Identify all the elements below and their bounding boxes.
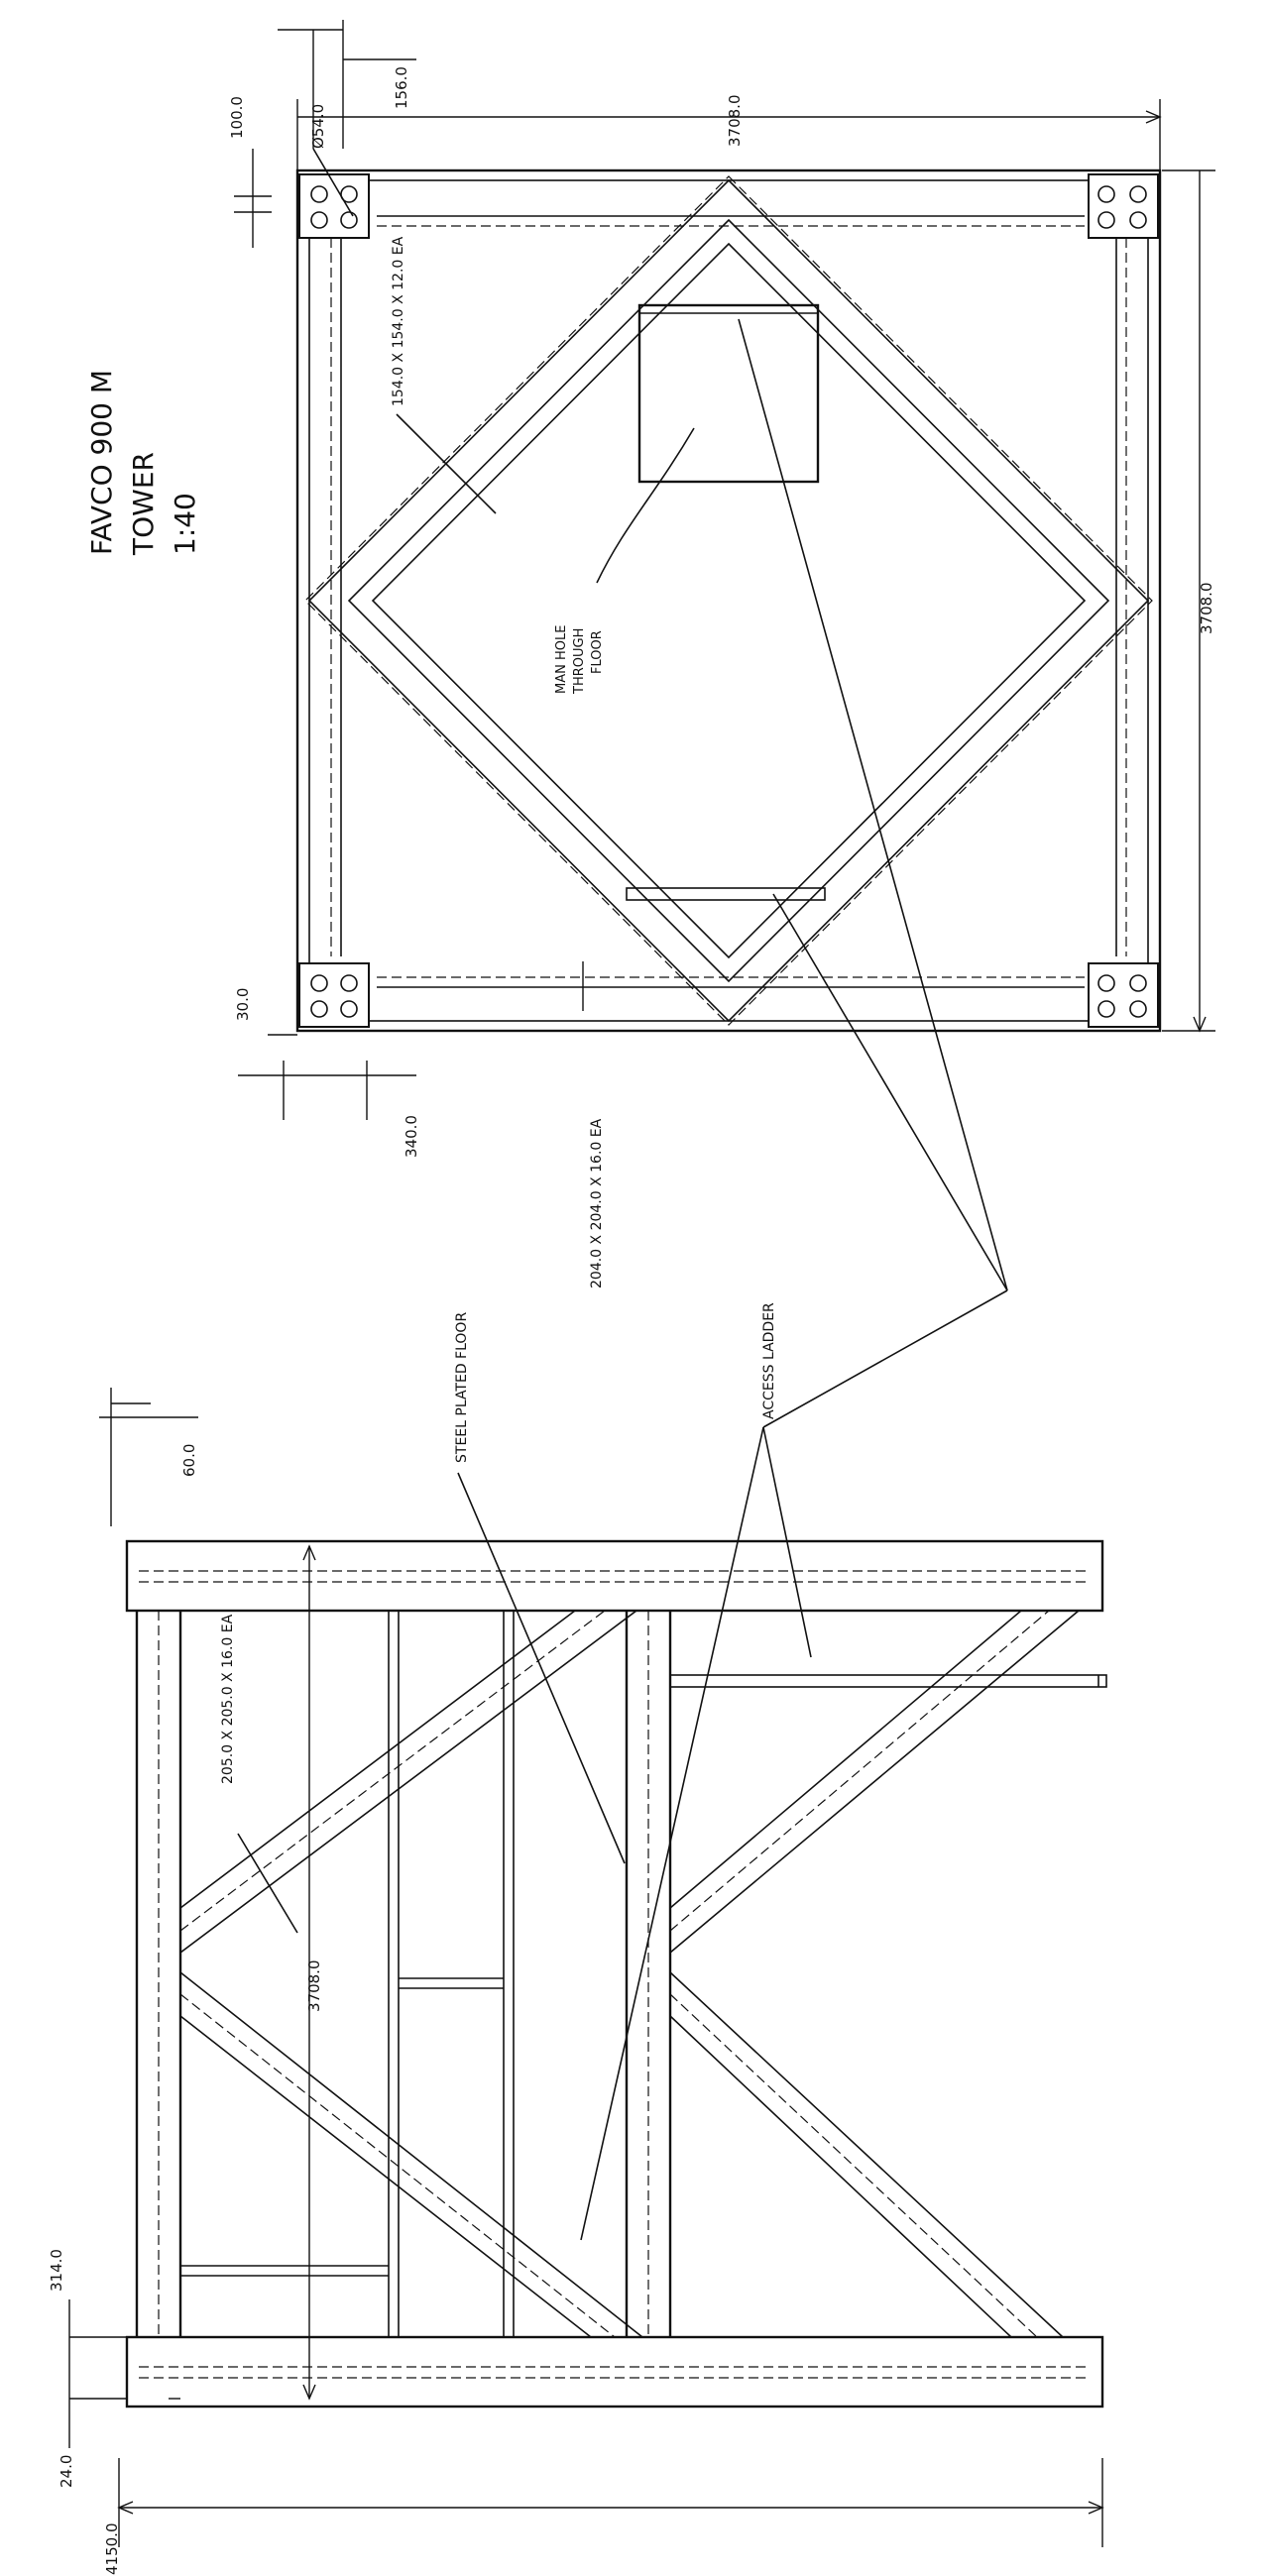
dim-314: 314.0 <box>48 2249 65 2292</box>
title-block: FAVCO 900 M TOWER 1:40 <box>85 370 201 556</box>
callout-manhole: MAN HOLE THROUGH FLOOR <box>554 625 605 695</box>
dim-30: 30.0 <box>234 988 252 1021</box>
callout-floor: STEEL PLATED FLOOR <box>454 1312 470 1463</box>
title-line-2: TOWER <box>127 452 160 556</box>
title-line-3: 1:40 <box>169 493 201 555</box>
dim-340: 340.0 <box>403 1115 420 1158</box>
manhole <box>637 303 820 484</box>
callout-manhole-line3: FLOOR <box>590 630 605 674</box>
dim-156: 156.0 <box>393 66 410 109</box>
corner-plate-bottom-right <box>1088 962 1159 1028</box>
corner-plate-top-right <box>1088 173 1159 239</box>
ladder-opening <box>626 887 826 901</box>
dim-60: 60.0 <box>180 1444 198 1477</box>
dim-100: 100.0 <box>228 96 246 139</box>
dim-overall: 4150.0 <box>103 2523 121 2576</box>
dim-width-right: 3708.0 <box>1198 583 1215 635</box>
dim-24: 24.0 <box>58 2455 75 2488</box>
corner-plate-bottom-left <box>298 962 370 1028</box>
plan-dimensions-top <box>234 20 1162 248</box>
plan-dimension-right <box>1162 169 1215 1033</box>
elevation-view: 60.0 3708.0 314.0 24.0 4150.0 205.0 X 20… <box>48 1302 1107 2576</box>
dim-254: Ø54.0 <box>309 104 327 149</box>
label-beam: 204.0 X 204.0 X 16.0 EA <box>589 1118 605 1288</box>
plan-dimensions-bottom <box>238 961 584 1120</box>
dim-height: 3708.0 <box>305 1960 323 2013</box>
label-column: 205.0 X 205.0 X 16.0 EA <box>220 1614 236 1784</box>
callout-manhole-line1: MAN HOLE <box>554 625 569 694</box>
title-line-1: FAVCO 900 M <box>85 370 118 555</box>
elevation-dimensions <box>68 1388 1104 2547</box>
callout-manhole-line2: THROUGH <box>572 628 587 695</box>
label-brace: 154.0 X 154.0 X 12.0 EA <box>391 236 406 406</box>
callout-ladder: ACCESS LADDER <box>761 1302 777 1419</box>
dim-width-top: 3708.0 <box>726 95 744 148</box>
plan-view: 156.0 Ø54.0 100.0 3708.0 3708.0 30.0 340… <box>228 20 1215 1288</box>
ladder-leaders <box>580 318 1008 2241</box>
